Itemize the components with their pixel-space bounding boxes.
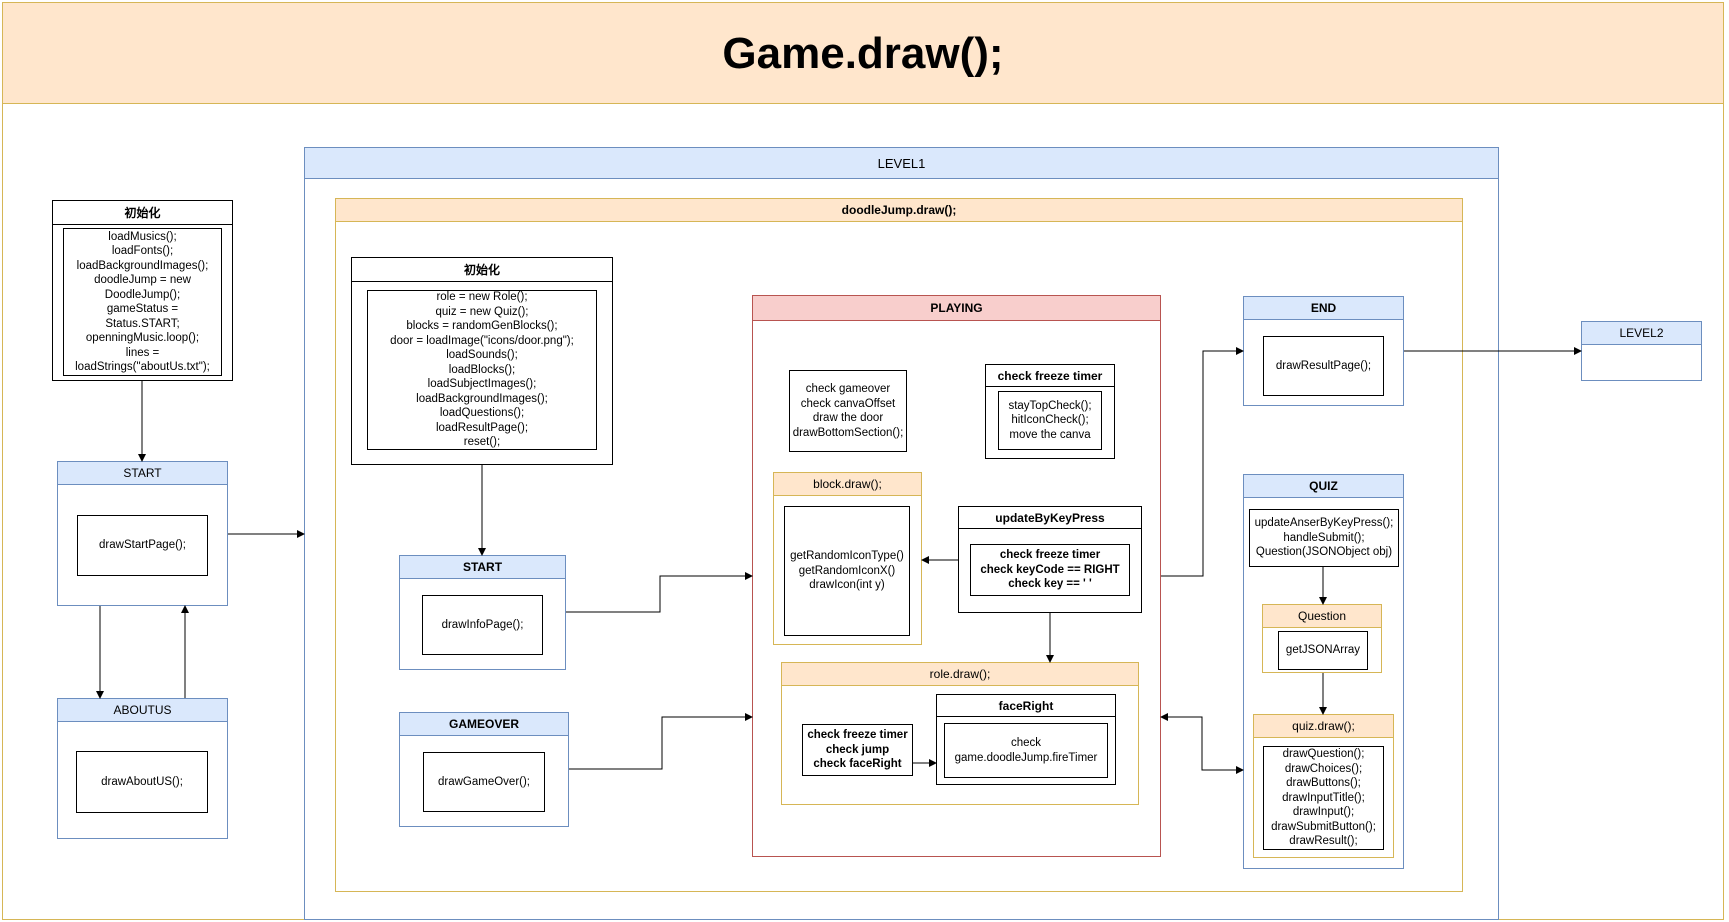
role-checks: check freeze timer check jump check face… [802, 724, 913, 776]
quizdraw-header: quiz.draw(); [1254, 715, 1393, 738]
aboutus-body: drawAboutUS(); [76, 751, 208, 813]
init-body: loadMusics(); loadFonts(); loadBackgroun… [63, 228, 222, 376]
end-body: drawResultPage(); [1263, 336, 1384, 396]
gameover-header: GAMEOVER [400, 713, 568, 736]
update-header: updateByKeyPress [959, 507, 1141, 529]
doodle-init-header: 初始化 [352, 258, 612, 282]
face-header: faceRight [937, 695, 1115, 717]
title-bar: Game.draw(); [3, 3, 1723, 104]
level1-header: LEVEL1 [305, 148, 1498, 179]
quizdraw-body: drawQuestion(); drawChoices(); drawButto… [1263, 746, 1384, 850]
end-header: END [1244, 297, 1403, 320]
edge-start-to-playing [566, 572, 753, 613]
block-header: block.draw(); [774, 473, 921, 496]
edge-playing-to-end [1161, 347, 1244, 577]
question-header: Question [1263, 605, 1381, 628]
start-header: START [58, 462, 227, 485]
start-body: drawStartPage(); [77, 515, 208, 576]
update-body: check freeze timer check keyCode == RIGH… [970, 544, 1130, 596]
quiz-methods: updateAnserByKeyPress(); handleSubmit();… [1249, 509, 1399, 567]
edge-gameover-to-playing [569, 713, 753, 770]
block-body: getRandomIconType() getRandomIconX() dra… [784, 506, 910, 636]
doodle-init-body: role = new Role(); quiz = new Quiz(); bl… [367, 290, 597, 450]
gameover-body: drawGameOver(); [423, 752, 545, 812]
role-header: role.draw(); [782, 663, 1138, 686]
init-header: 初始化 [53, 201, 232, 225]
level2-group: LEVEL2 [1581, 321, 1702, 381]
freeze-header: check freeze timer [986, 365, 1114, 387]
freeze-body: stayTopCheck(); hitIconCheck(); move the… [998, 391, 1102, 450]
quiz-header: QUIZ [1244, 475, 1403, 498]
page-title: Game.draw(); [722, 29, 1004, 78]
doodle-start-body: drawInfoPage(); [422, 595, 543, 655]
doodle-start-header: START [400, 556, 565, 579]
level2-header: LEVEL2 [1582, 322, 1701, 345]
face-body: check game.doodleJump.fireTimer [944, 723, 1108, 778]
edge-playing-to-quiz [1161, 716, 1244, 774]
question-body: getJSONArray [1278, 631, 1368, 670]
playing-checks: check gameover check canvaOffset draw th… [789, 370, 907, 452]
playing-header: PLAYING [753, 296, 1160, 321]
aboutus-header: ABOUTUS [58, 699, 227, 722]
doodle-header: doodleJump.draw(); [336, 199, 1462, 222]
